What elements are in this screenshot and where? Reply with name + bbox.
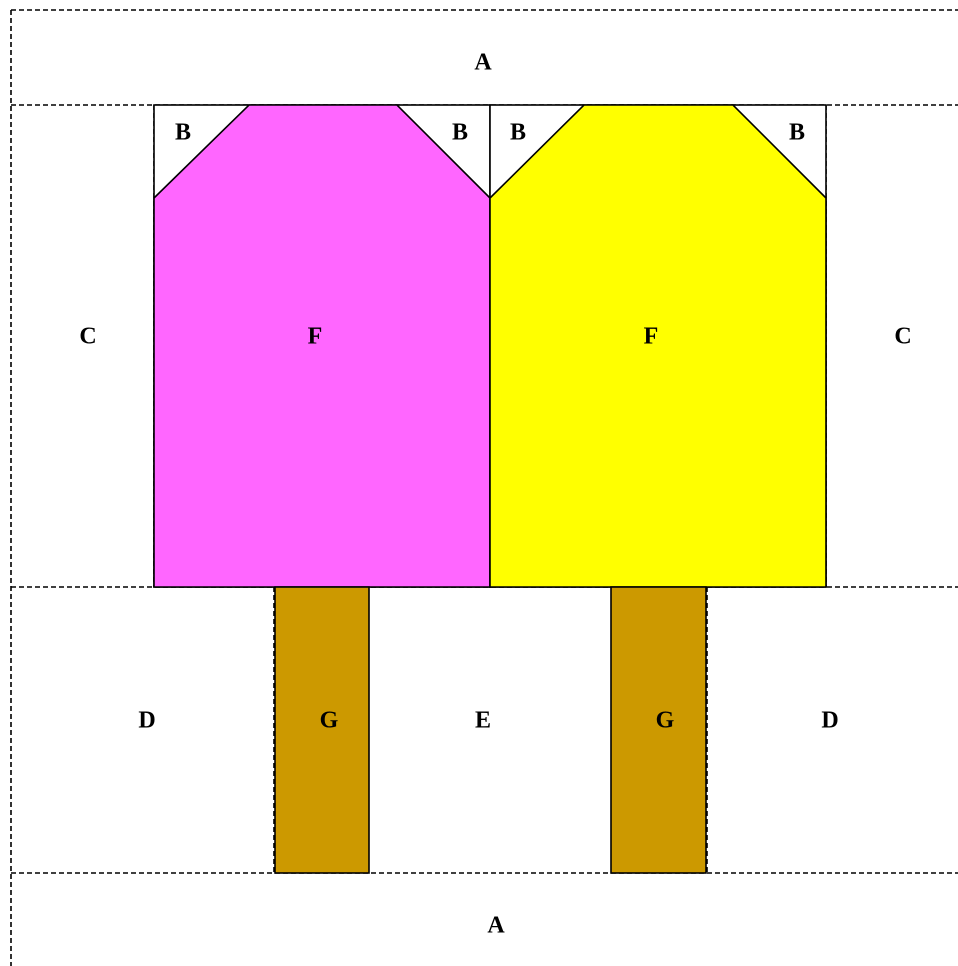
label-c-right: C <box>894 324 911 350</box>
label-b-3: B <box>510 120 526 146</box>
label-a-top: A <box>474 50 492 76</box>
label-g-right: G <box>656 708 675 734</box>
label-d-left: D <box>138 708 155 734</box>
label-b-4: B <box>789 120 805 146</box>
label-c-left: C <box>79 324 96 350</box>
label-a-bottom: A <box>487 913 505 939</box>
label-f-left: F <box>308 324 323 350</box>
label-g-left: G <box>320 708 339 734</box>
right-popsicle <box>489 104 827 588</box>
right-popsicle-body <box>489 104 827 588</box>
label-d-right: D <box>821 708 838 734</box>
label-b-1: B <box>175 120 191 146</box>
left-stick <box>274 586 370 874</box>
right-stick <box>610 586 707 874</box>
label-b-2: B <box>452 120 468 146</box>
left-popsicle <box>153 104 491 588</box>
label-f-right: F <box>644 324 659 350</box>
piece-labels: A B B B B C F F C D G E G D A <box>79 50 911 939</box>
label-e: E <box>475 708 491 734</box>
